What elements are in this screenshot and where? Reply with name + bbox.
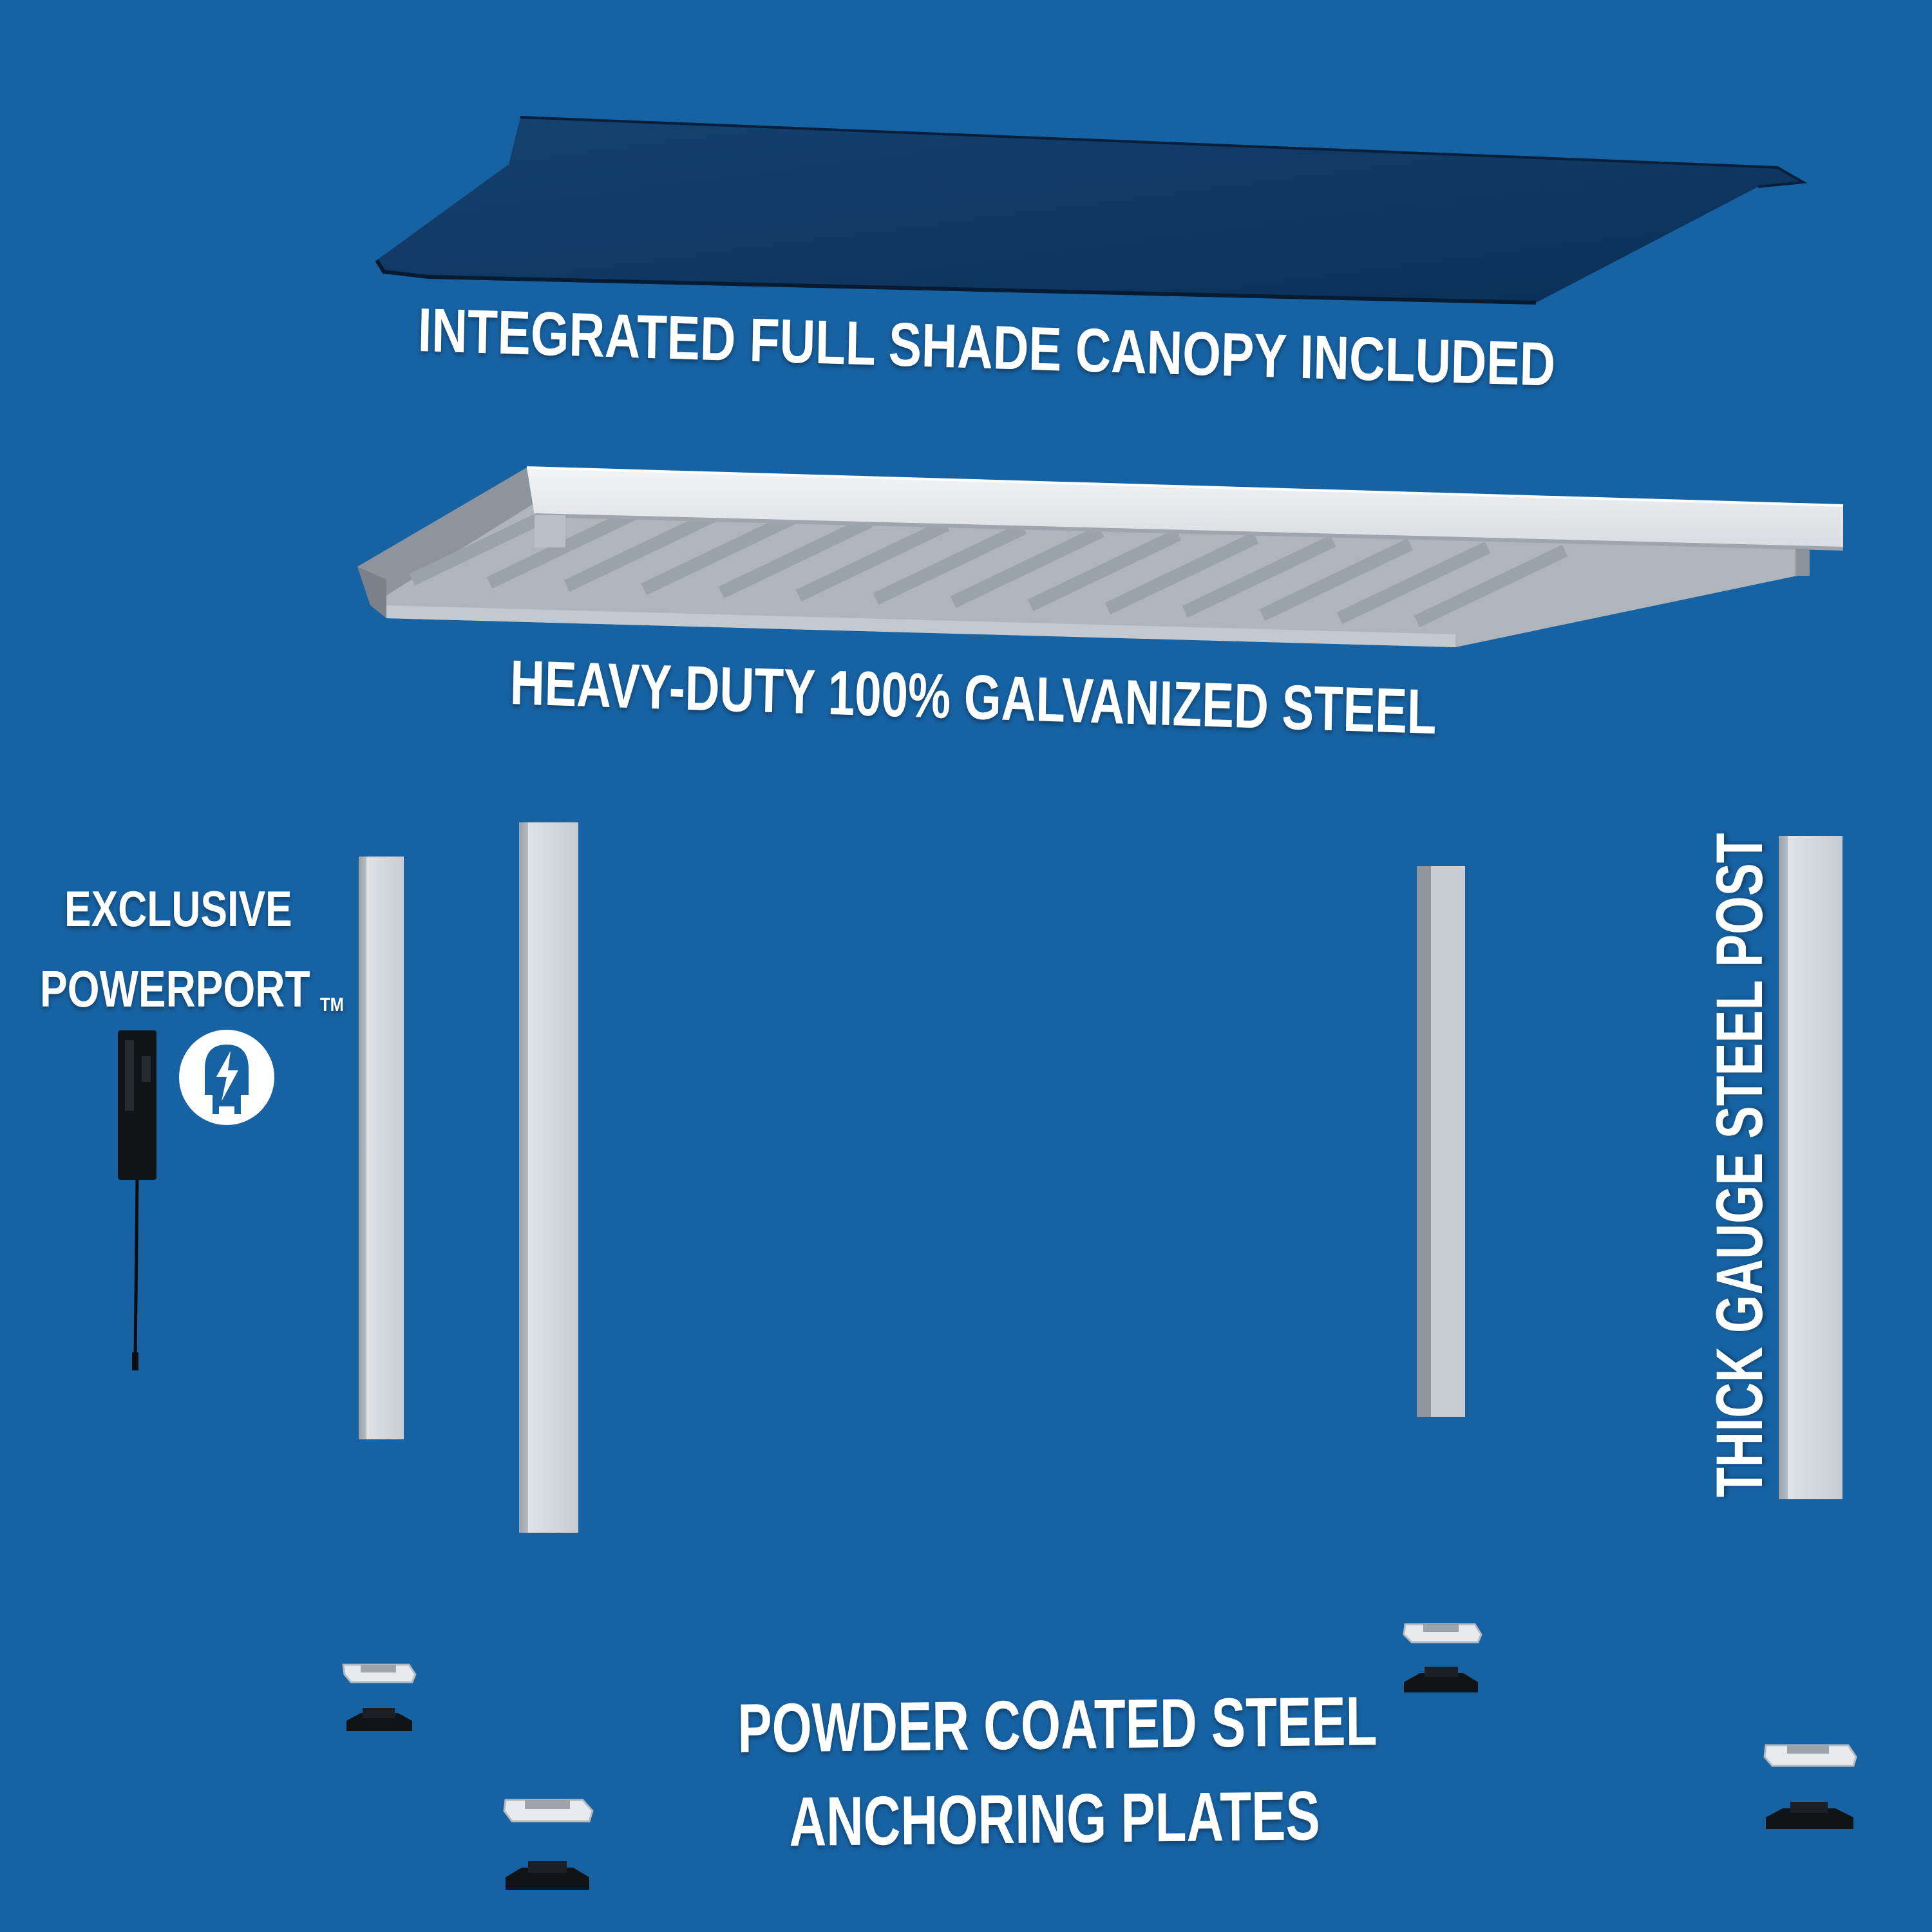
steel-roof-frame: [357, 466, 1844, 647]
steel-post-4: [1779, 836, 1842, 1499]
powerport-label-line2: POWERPORT: [40, 960, 310, 1018]
anchor-plate-set-3: [1403, 1623, 1482, 1692]
steel-post-1: [359, 857, 404, 1439]
trademark-mark: TM: [320, 994, 344, 1016]
anchor-plate-set-2: [503, 1799, 594, 1890]
anchor-plate-set-1: [342, 1663, 417, 1731]
steel-post-label: THICK GAUGE STEEL POST: [1703, 833, 1776, 1497]
power-plug-bolt-icon: [179, 1030, 274, 1125]
anchoring-plates-label-line2: ANCHORING PLATES: [788, 1776, 1321, 1861]
steel-post-3: [1417, 866, 1465, 1417]
powerport-device: [118, 1030, 156, 1370]
anchor-plate-set-4: [1763, 1744, 1857, 1829]
powerport-label-line1: EXCLUSIVE: [64, 880, 292, 937]
anchoring-plates-label-line1: POWDER COATED STEEL: [737, 1681, 1378, 1767]
roof-rafters: [409, 502, 1568, 628]
steel-post-2: [519, 822, 578, 1533]
shade-canopy: [375, 116, 1808, 305]
